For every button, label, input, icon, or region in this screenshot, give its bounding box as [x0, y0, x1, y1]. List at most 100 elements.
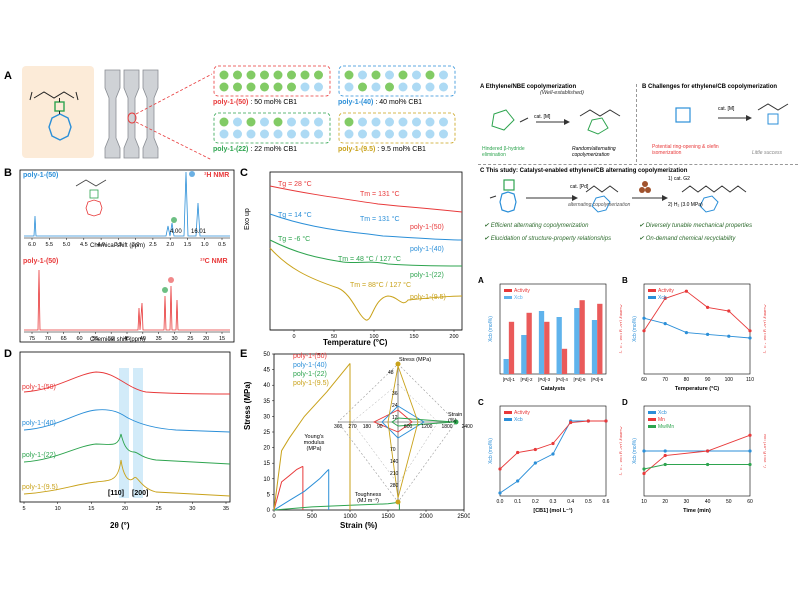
radar-stress-label: Stress (MPa) [399, 357, 432, 363]
sample-boxes [213, 65, 456, 144]
dsc-name-40: poly-1-(40) [410, 246, 444, 253]
scheme-c-reaction [489, 179, 747, 213]
tick-label: 0.1 [514, 499, 521, 505]
tick-label: 25 [156, 506, 162, 512]
dsc-tm-9-5: Tm = 88°C / 127 °C [350, 282, 412, 289]
unit-bead [273, 70, 283, 80]
tick-label: 25 [263, 430, 270, 436]
left-series-point [642, 449, 646, 453]
left-series-point [551, 452, 555, 456]
radar-strain-ticks: 600 1200 1800 2400 [404, 424, 473, 430]
unit-bead [358, 117, 367, 127]
bullet-item: ✔ Diversely tunable mechanical propertie… [639, 223, 753, 229]
unit-bead [246, 70, 256, 80]
legend-text: Mn [658, 417, 665, 423]
unit-bead [371, 129, 381, 139]
tick-label: 30 [171, 336, 177, 342]
left-series-point [706, 332, 710, 336]
unit-bead [273, 117, 283, 127]
legend-item-50: poly-1-(50) [293, 353, 327, 360]
tick-label: 15 [263, 461, 270, 467]
bar-xcb [591, 320, 598, 374]
panel-a [22, 65, 456, 161]
sample-caption-40: poly-1-(40) : 40 mol% CB1 [338, 99, 423, 106]
unit-bead [425, 82, 435, 92]
unit-bead [314, 70, 323, 80]
right-series-point [516, 450, 520, 455]
tick-label: 25 [187, 336, 193, 342]
tick-label: 75 [29, 336, 35, 342]
peak-marker-icon [162, 287, 168, 293]
unit-bead [300, 70, 310, 80]
scheme-box-a: A Ethylene/NBE copolymerization (Well-es… [480, 84, 637, 162]
dsc-xlabel: Temperature (°C) [323, 338, 388, 347]
dsc-name-9-5: poly-1-(9.5) [410, 294, 446, 301]
dsc-curve-22 [269, 239, 463, 267]
c-nmr-label: ¹³C NMR [200, 258, 228, 265]
tick-label: 30 [189, 506, 195, 512]
tick-label: 20 [122, 506, 128, 512]
radar-chart [337, 361, 459, 505]
scheme-c-sub: alternating copolymerization [568, 202, 631, 208]
radar-stress-ticks: 36 24 12 [392, 391, 398, 421]
scheme-a-title: A Ethylene/NBE copolymerization [480, 84, 577, 90]
tick-label: 1500 [381, 514, 395, 520]
scheme-a-p1: Hindered β-hydride elimination [482, 146, 525, 158]
bar-xcb [556, 317, 562, 374]
left-series-point [727, 334, 731, 338]
peak-label-4: 4.00 [170, 229, 182, 235]
unit-bead [314, 117, 323, 127]
right-series-point [748, 329, 752, 333]
tick-label: 1.5 [184, 242, 192, 248]
scheme-c-bullets: ✔ Efficient alternating copolymerization… [484, 222, 794, 242]
radar-point [453, 419, 459, 425]
c-nmr-xlabel: Chemical shift (ppm) [90, 337, 146, 343]
bar-xcb [521, 335, 527, 374]
tick-label: 4.0 [97, 242, 105, 248]
chart-d-label: D [622, 398, 628, 407]
radar-strain-label: Strain (%) [448, 412, 463, 424]
tick-label: 100 [725, 377, 734, 383]
tick-label: 0.6 [603, 499, 610, 505]
unit-bead [287, 82, 296, 92]
unit-bead [439, 70, 448, 80]
tick-label: 30 [684, 499, 690, 505]
tick-label: 35 [156, 336, 162, 342]
tick-label: 150 [409, 334, 418, 340]
scheme-c-title: C This study: Catalyst-enabled ethylene/… [480, 168, 688, 174]
legend-swatch [648, 296, 656, 299]
legend-text: Xcb [514, 295, 523, 301]
tick-label: 2.0 [166, 242, 174, 248]
sample-caption-22: poly-1-(22) : 22 mol% CB1 [213, 146, 298, 153]
y-right-label: Mn (10⁴ g mol⁻¹) [763, 434, 766, 468]
c-nmr-spectrum [24, 269, 230, 331]
chart-a-bars: [Pd]-1[Pd]-2[Pd]-3[Pd]-4[Pd]-5[Pd]-6Acti… [488, 283, 622, 392]
zoom-lines [135, 73, 213, 161]
tick-label: 2500 [457, 514, 470, 520]
unit-bead [398, 82, 408, 92]
unit-bead [219, 70, 229, 80]
unit-bead [358, 82, 367, 92]
radar-modulus-ticks: 360 270 180 90 [334, 424, 383, 430]
left-series-point [748, 449, 752, 453]
tick-label: 0.5 [585, 499, 592, 505]
unit-bead [287, 117, 296, 127]
panel-label-a: A [4, 70, 12, 82]
tick-label: 70 [45, 336, 51, 342]
tensile-series-3 [273, 363, 351, 511]
tensile-xlabel: Strain (%) [340, 521, 378, 530]
x-axis-label: Catalysts [541, 386, 565, 392]
dsc-tg-50: Tg = 28 °C [278, 181, 312, 188]
right-series-point [727, 309, 731, 313]
bar-xcb [538, 311, 545, 374]
dsc-tm-22: Tm = 48 °C / 127 °C [338, 256, 401, 263]
panel-label-c: C [240, 167, 248, 179]
legend-text: Xcb [514, 417, 523, 423]
radar-modulus-label: Young's modulus (MPa) [303, 434, 325, 452]
